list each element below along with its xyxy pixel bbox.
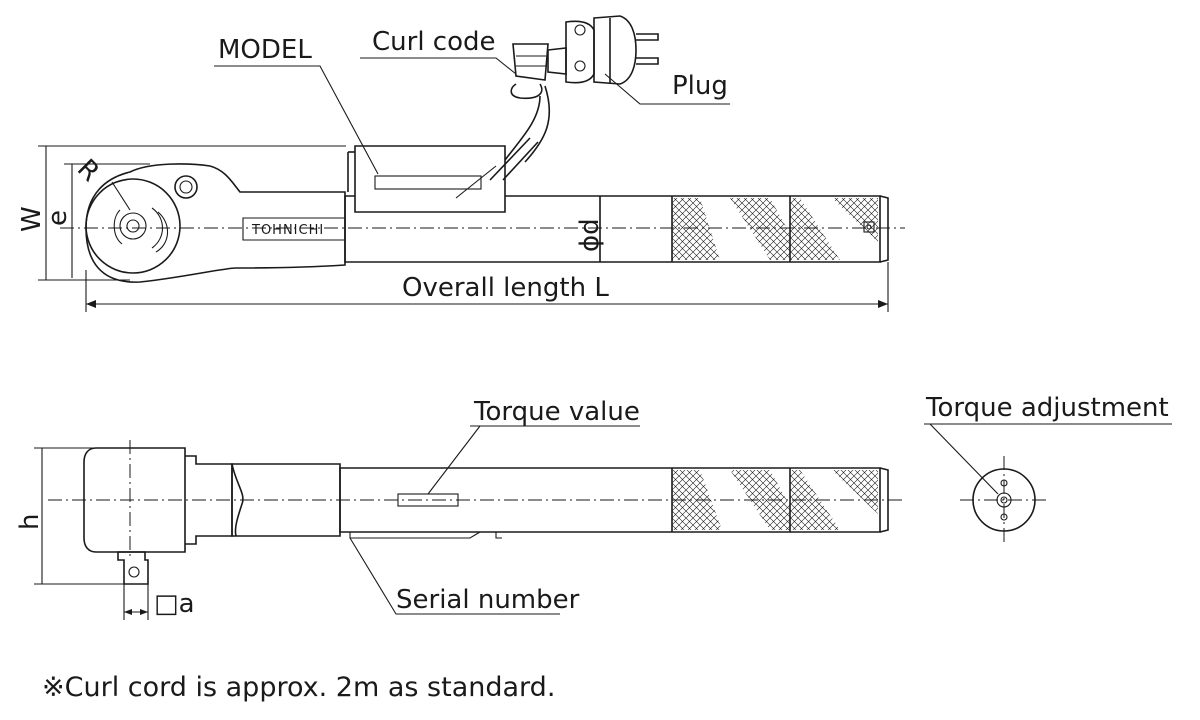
- label-plug: Plug: [672, 71, 728, 101]
- drive-center: [119, 212, 147, 240]
- footnote: ※Curl cord is approx. 2m as standard.: [42, 672, 555, 703]
- label-curl-code: Curl code: [372, 27, 496, 57]
- label-phi-d: ϕd: [575, 218, 605, 252]
- square-drive: [117, 551, 149, 585]
- model-display-box: [354, 145, 506, 213]
- label-w: W: [17, 206, 47, 232]
- label-torque-value: Torque value: [473, 397, 640, 427]
- label-h: h: [15, 514, 45, 530]
- brand-logo: TOHNICHI: [251, 223, 324, 238]
- side-view: Torque value Serial number h □a: [15, 397, 905, 620]
- plug-icon: [547, 15, 659, 85]
- label-r: R: [71, 154, 105, 188]
- label-e: e: [43, 210, 73, 226]
- label-model: MODEL: [218, 35, 312, 65]
- label-serial-number: Serial number: [396, 585, 580, 615]
- model-label-slot: [374, 175, 482, 190]
- end-view: Torque adjustment: [924, 393, 1172, 546]
- reversing-knob: [174, 175, 198, 199]
- knurl-pattern: [672, 198, 720, 260]
- label-torque-adjustment: Torque adjustment: [925, 393, 1169, 423]
- curl-cord: [512, 43, 549, 81]
- adjustment-screw: [996, 492, 1012, 508]
- label-overall-length: Overall length L: [402, 273, 609, 303]
- ratchet-head-circle: [85, 178, 181, 274]
- side-head-block: [83, 447, 186, 553]
- end-screw: [863, 221, 875, 233]
- end-cap-circle: [972, 468, 1036, 532]
- top-view: TOHNICHI: [17, 15, 905, 312]
- label-square-a: □a: [154, 589, 195, 619]
